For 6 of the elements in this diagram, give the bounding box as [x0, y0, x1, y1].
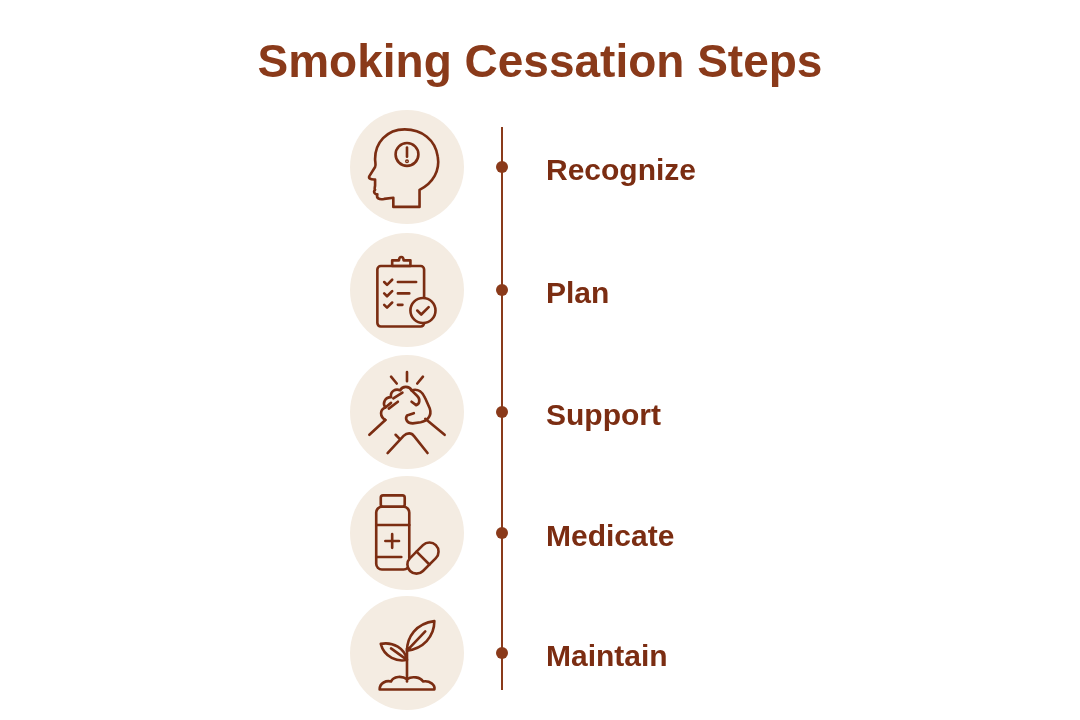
step-label: Medicate: [546, 519, 675, 554]
step-label: Recognize: [546, 153, 697, 188]
step-label: Support: [546, 398, 661, 433]
step-label: Plan: [546, 276, 610, 311]
step-label: Maintain: [546, 639, 668, 674]
title: Smoking Cessation Steps: [256, 35, 824, 88]
